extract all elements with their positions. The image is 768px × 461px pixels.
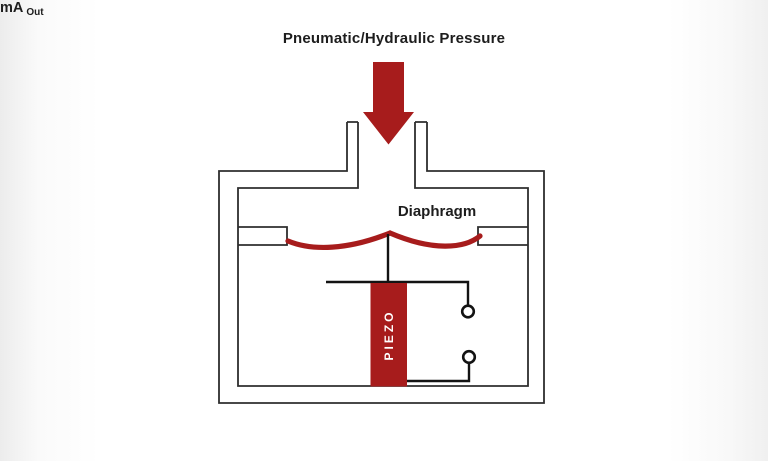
housing-outer-wall <box>218 122 545 404</box>
top-electrode-wire <box>326 280 470 306</box>
pressure-arrow <box>363 62 414 145</box>
bottom-electrode-wire <box>407 363 471 383</box>
piezo-label: PIEZO <box>382 309 396 361</box>
terminal-top <box>460 304 476 319</box>
piezo-block <box>370 283 407 387</box>
output-label: mA Out <box>0 0 768 18</box>
terminal-bottom <box>461 349 477 365</box>
output-unit-label: mA <box>0 0 24 16</box>
diaphragm-label: Diaphragm <box>397 203 477 220</box>
output-subscript-label: Out <box>26 7 44 18</box>
circuit-wires <box>326 234 471 383</box>
diagram-title: Pneumatic/Hydraulic Pressure <box>282 30 506 47</box>
diaphragm-wave <box>285 230 483 250</box>
